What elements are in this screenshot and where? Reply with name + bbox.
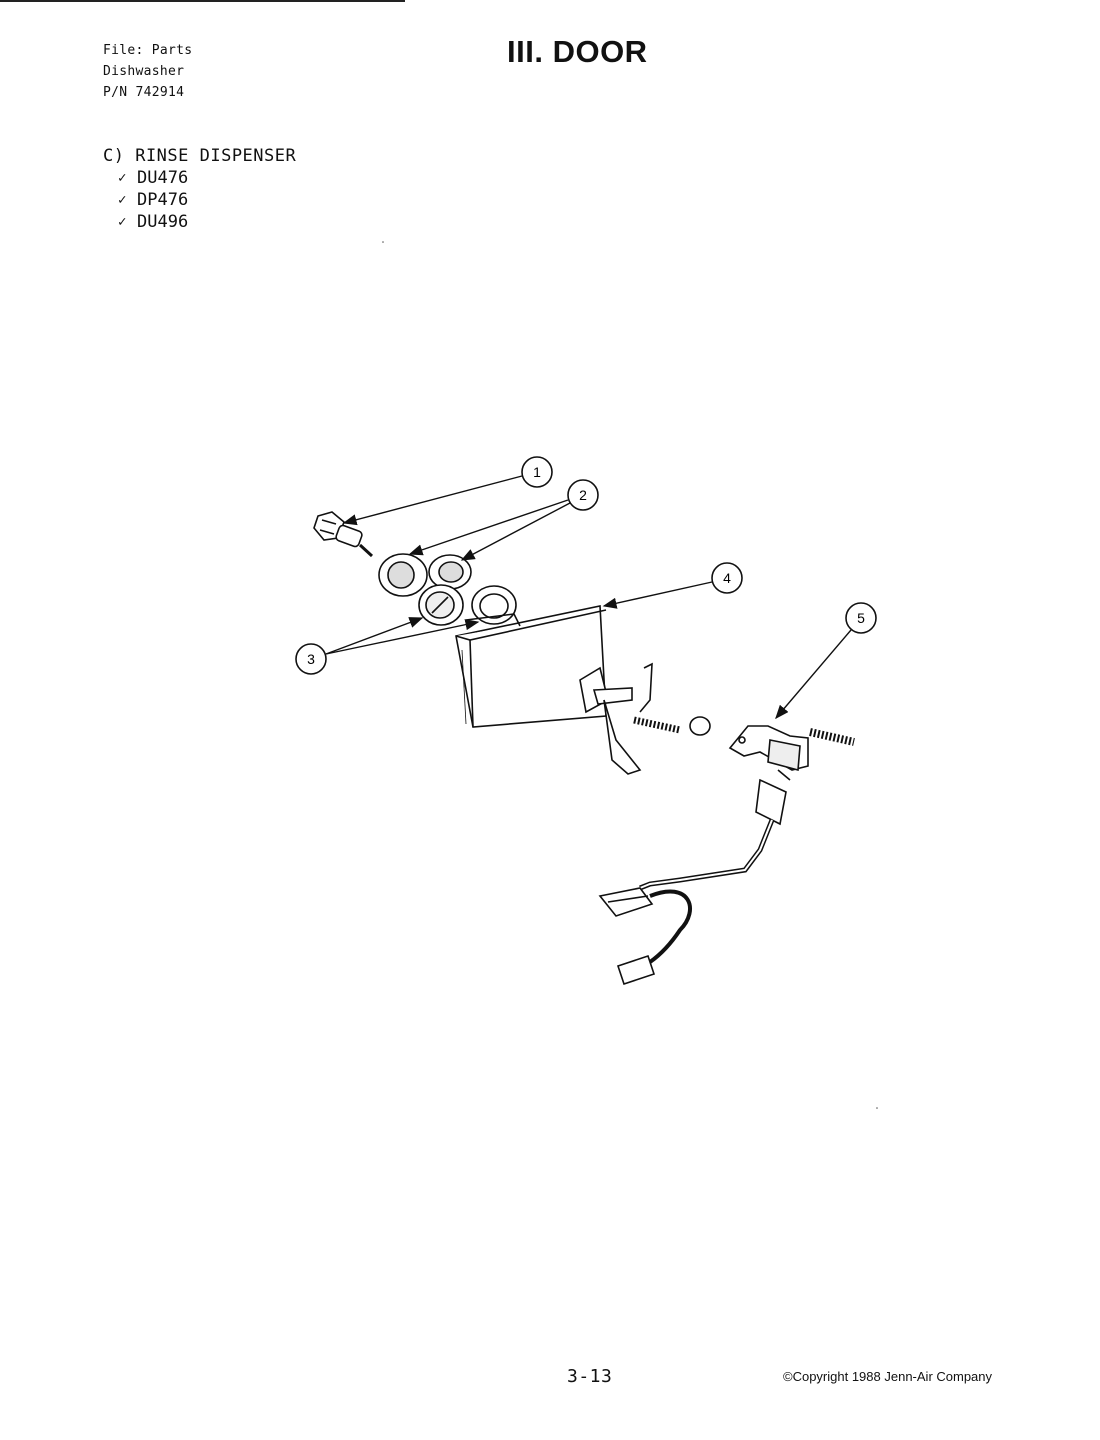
callout-5: 5 xyxy=(775,602,877,720)
model-code: DU496 xyxy=(137,212,189,232)
callout-4: 4 xyxy=(602,562,743,609)
page-title: III. DOOR xyxy=(507,34,648,69)
part-4-dispenser-body xyxy=(455,605,711,775)
callout-number: 3 xyxy=(307,651,315,667)
page-number: 3-13 xyxy=(567,1366,613,1387)
part-1-fastener xyxy=(313,511,374,558)
callout-2: 2 xyxy=(408,479,599,561)
scan-speck xyxy=(876,1107,878,1109)
model-item: ✓ DU476 xyxy=(118,167,296,189)
model-code: DP476 xyxy=(137,190,189,210)
copyright-notice: ©Copyright 1988 Jenn-Air Company xyxy=(783,1369,993,1384)
callout-3: 3 xyxy=(295,617,480,675)
callout-1: 1 xyxy=(342,456,553,526)
top-rule xyxy=(0,0,405,2)
check-mark-icon: ✓ xyxy=(118,192,127,208)
callout-number: 2 xyxy=(579,487,587,503)
file-info: File: Parts Dishwasher P/N 742914 xyxy=(103,40,192,103)
callout-number: 4 xyxy=(723,570,731,586)
file-line: File: Parts xyxy=(103,43,193,58)
check-mark-icon: ✓ xyxy=(118,170,127,186)
section-heading: C) RINSE DISPENSER xyxy=(103,146,297,166)
model-item: ✓ DU496 xyxy=(118,211,296,233)
callout-number: 5 xyxy=(857,610,865,626)
model-item: ✓ DP476 xyxy=(118,189,296,211)
product-line: Dishwasher xyxy=(103,64,185,79)
model-code: DU476 xyxy=(137,168,189,188)
part-number-line: P/N 742914 xyxy=(103,85,185,100)
scan-speck xyxy=(382,241,384,243)
rinse-dispenser-section: C) RINSE DISPENSER ✓ DU476 ✓ DP476 ✓ DU4… xyxy=(103,145,296,233)
part-5-actuator xyxy=(598,725,855,986)
part-3-rings xyxy=(418,584,517,626)
check-mark-icon: ✓ xyxy=(118,214,127,230)
callout-number: 1 xyxy=(533,464,541,480)
part-2-rings xyxy=(378,553,472,597)
